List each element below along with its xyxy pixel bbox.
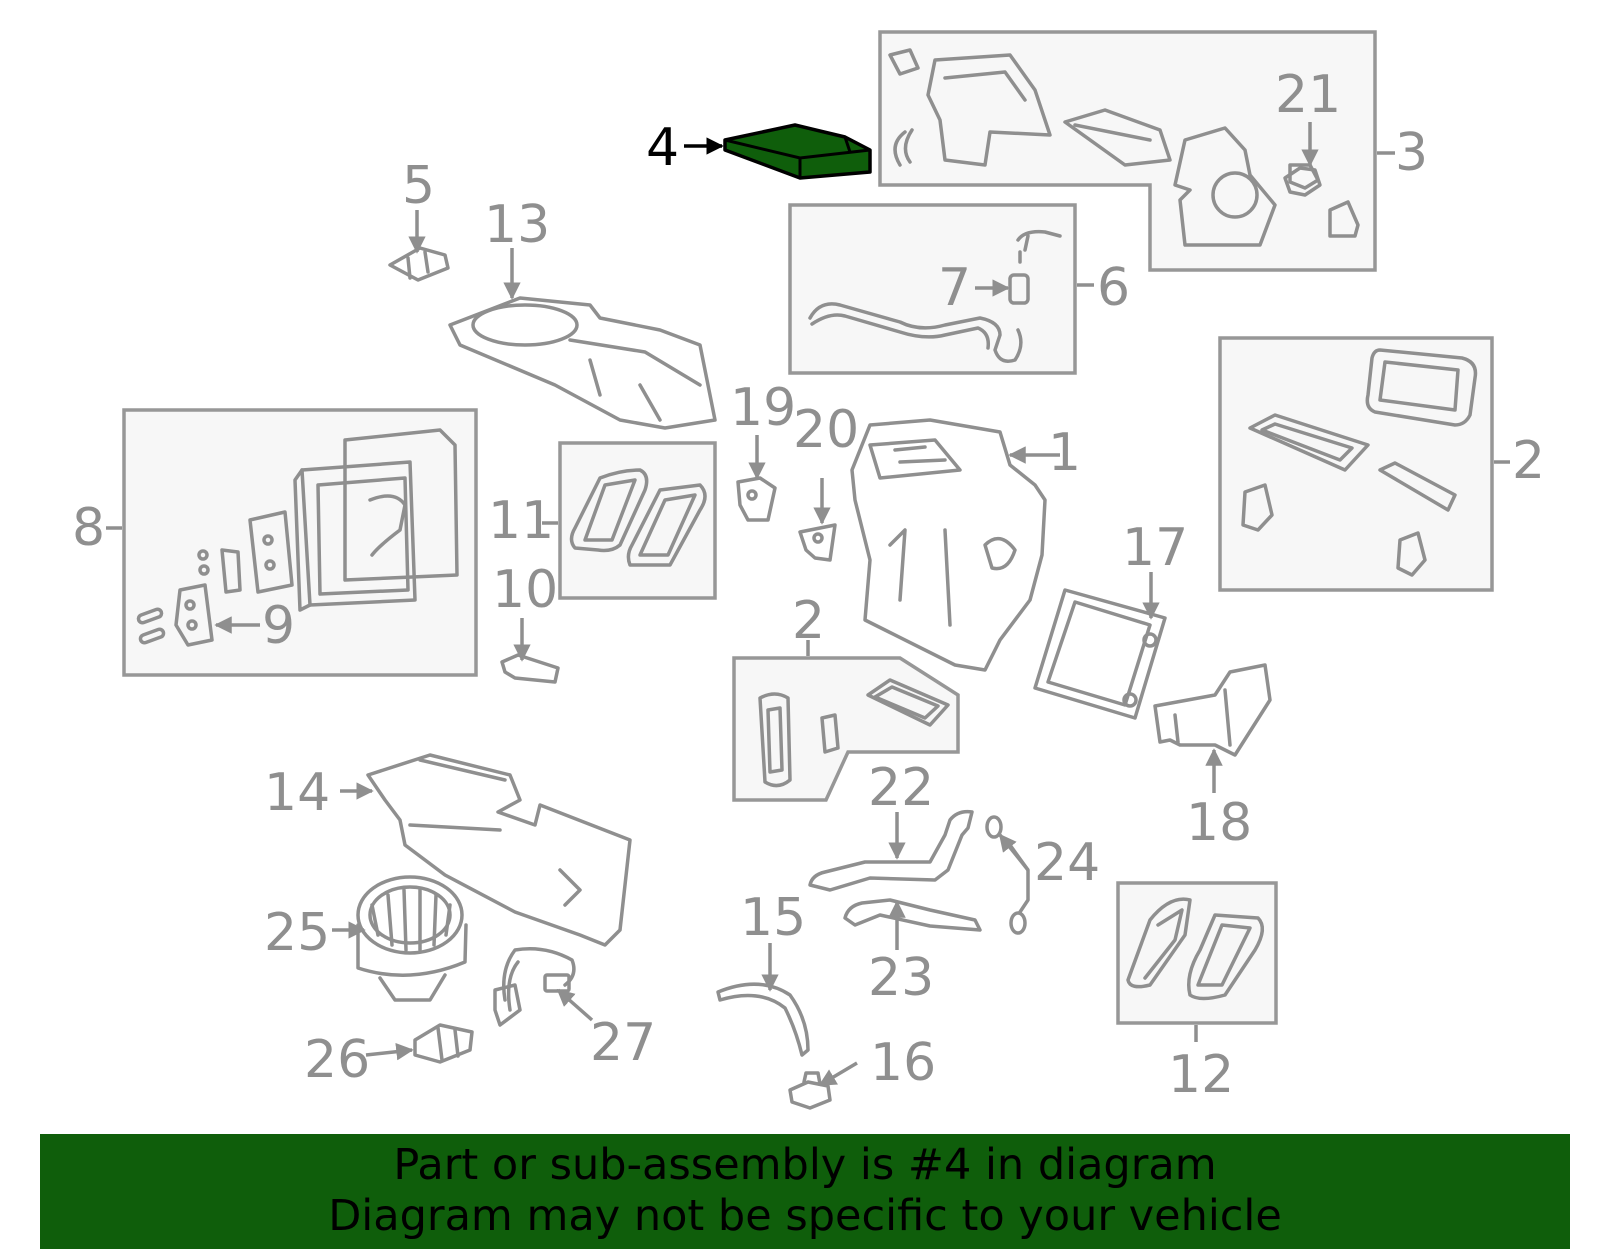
banner-line-1: Part or sub-assembly is #4 in diagram bbox=[393, 1140, 1217, 1190]
leader-lines bbox=[106, 122, 1510, 1087]
callout-27: 27 bbox=[590, 1013, 656, 1073]
callout-11: 11 bbox=[488, 491, 554, 551]
callout-2-right: 2 bbox=[1512, 431, 1545, 491]
callout-8: 8 bbox=[72, 498, 105, 558]
callout-2-middle: 2 bbox=[792, 591, 825, 651]
callout-24: 24 bbox=[1034, 833, 1100, 893]
callout-3: 3 bbox=[1395, 123, 1428, 183]
part-4-highlighted bbox=[723, 123, 872, 180]
group-box-3 bbox=[878, 30, 1377, 272]
parts-drawing bbox=[356, 166, 1322, 1110]
callout-6: 6 bbox=[1097, 258, 1130, 318]
callout-19: 19 bbox=[730, 378, 796, 438]
callout-21: 21 bbox=[1275, 65, 1341, 125]
callout-17: 17 bbox=[1122, 518, 1188, 578]
group-box-2-right bbox=[1218, 336, 1494, 592]
callout-1: 1 bbox=[1048, 423, 1081, 483]
callout-18: 18 bbox=[1186, 793, 1252, 853]
group-box-8 bbox=[122, 408, 478, 677]
callout-9: 9 bbox=[262, 596, 295, 656]
callout-20: 20 bbox=[793, 400, 859, 460]
group-box-2-middle bbox=[732, 656, 960, 802]
callout-25: 25 bbox=[264, 903, 330, 963]
callout-26: 26 bbox=[304, 1030, 370, 1090]
callout-4: 4 bbox=[646, 118, 679, 178]
callout-15: 15 bbox=[740, 888, 806, 948]
callout-7: 7 bbox=[938, 258, 971, 318]
callout-22: 22 bbox=[868, 758, 934, 818]
group-box-6 bbox=[788, 203, 1077, 375]
callout-5: 5 bbox=[402, 156, 435, 216]
banner-line-2: Diagram may not be specific to your vehi… bbox=[328, 1191, 1282, 1241]
callout-labels: 1 2 2 3 4 5 6 7 8 9 10 11 12 13 14 15 16… bbox=[72, 65, 1545, 1105]
callout-13: 13 bbox=[484, 195, 550, 255]
callout-14: 14 bbox=[264, 763, 330, 823]
info-banner: Part or sub-assembly is #4 in diagram Di… bbox=[40, 1134, 1570, 1249]
callout-12: 12 bbox=[1168, 1045, 1234, 1105]
callout-23: 23 bbox=[868, 948, 934, 1008]
callout-10: 10 bbox=[492, 560, 558, 620]
group-box-11 bbox=[558, 441, 717, 600]
callout-16: 16 bbox=[870, 1033, 936, 1093]
group-box-12 bbox=[1116, 881, 1278, 1025]
